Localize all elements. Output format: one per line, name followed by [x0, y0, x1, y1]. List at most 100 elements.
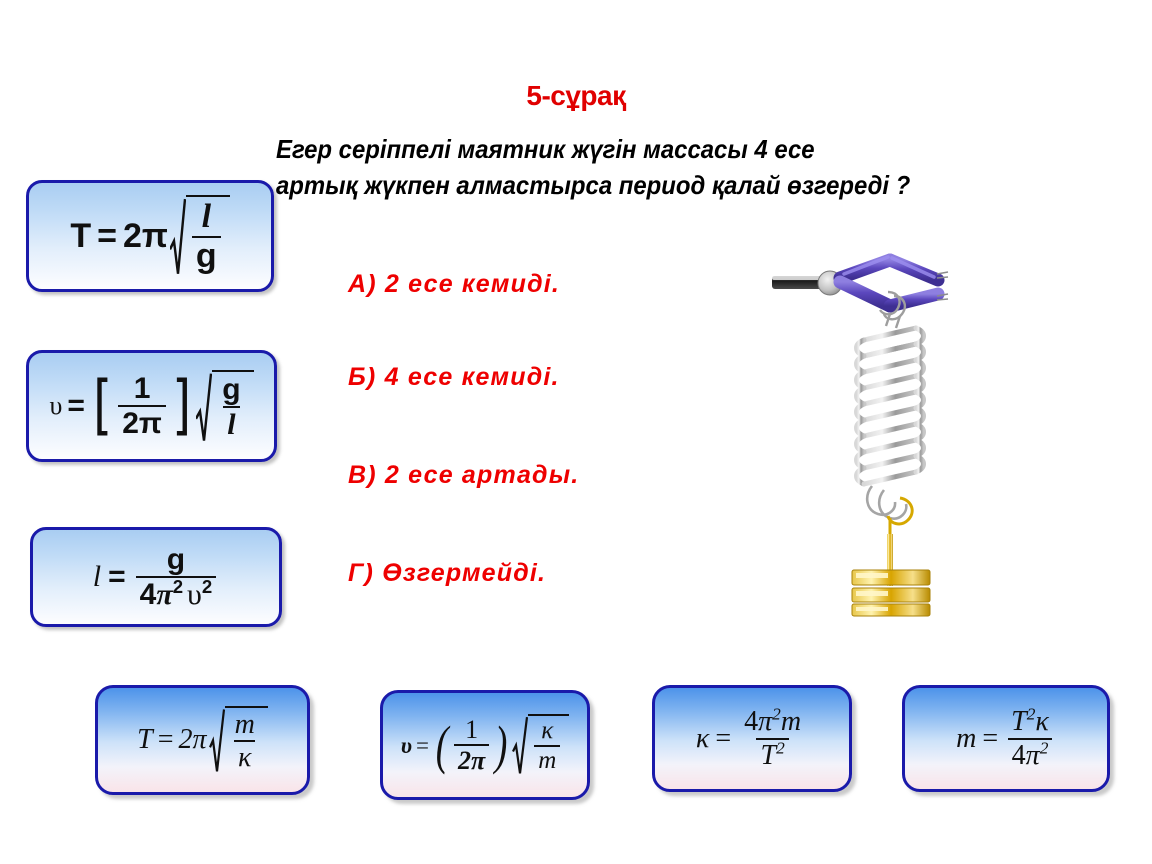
formula-period-spring: T = 2π m κ [137, 705, 268, 775]
formula-equals: = [982, 722, 999, 754]
fraction-denominator: κ [233, 740, 256, 772]
formula-lhs: l [92, 560, 102, 593]
formula-frequency-pendulum: υ = [ 1 2π ] g l [49, 367, 254, 443]
denominator-pi-exponent: 2 [1039, 738, 1049, 758]
question-line-1: Егер серіппелі маятник жүгін массасы 4 е… [276, 134, 815, 164]
clamp-screw-icon [936, 271, 949, 301]
fraction-numerator: l [201, 198, 212, 236]
answer-option-d[interactable]: Г) Өзгермейді. [348, 559, 547, 587]
sqrt-icon: l g [169, 195, 230, 276]
answer-option-a[interactable]: А) 2 есе кемиді. [348, 270, 561, 298]
fraction-one-over-2pi: 1 2π [453, 714, 490, 775]
denominator-coefficient: 4 [139, 578, 157, 611]
formula-lhs: T [137, 724, 153, 755]
fraction-numerator: 1 [465, 714, 479, 744]
formula-box-frequency-spring: υ = ( 1 2π ) κ m [380, 690, 590, 800]
sqrt-icon: κ m [512, 713, 570, 777]
formula-lhs: υ [400, 732, 412, 758]
question-line-2: артық жүкпен алмастырса период қалай өзг… [276, 170, 911, 200]
answer-option-c[interactable]: В) 2 есе артады. [348, 461, 580, 489]
formula-stiffness: κ = 4π2m T2 [695, 706, 808, 771]
fraction-denominator: T2 [756, 737, 789, 771]
denominator-pi: π [1025, 739, 1040, 771]
formula-box-frequency-pendulum: υ = [ 1 2π ] g l [26, 350, 277, 462]
paren-left-icon: ( [435, 714, 449, 775]
fraction-denominator: g [191, 236, 221, 275]
fraction-denominator: 2π [118, 405, 166, 440]
fraction-numerator: T2κ [1007, 704, 1053, 738]
spring-top-hook-icon [879, 290, 906, 329]
fraction-one-over-2pi: 1 2π [118, 371, 166, 440]
fraction-denominator: l [223, 406, 240, 441]
spring-bottom-hook-icon [865, 485, 908, 520]
question-text: Егер серіппелі маятник жүгін массасы 4 е… [276, 131, 1086, 203]
weight-stem [887, 534, 893, 586]
spring-pendulum-illustration [768, 252, 998, 627]
bracket-right-icon: ] [172, 367, 192, 443]
formula-box-period-pendulum: T = 2π l g [26, 180, 274, 292]
clamp-highlight [842, 255, 936, 279]
formula-equals: = [416, 732, 429, 758]
formula-equals: = [97, 217, 117, 255]
denominator-nu-exponent: 2 [201, 576, 213, 597]
fraction-denominator: m [534, 745, 561, 774]
sqrt-icon: m κ [208, 705, 268, 775]
formula-equals: = [67, 389, 85, 422]
formula-box-mass: m = T2κ 4π2 [902, 685, 1110, 792]
numerator-coefficient: 4 [744, 706, 759, 738]
fraction-numerator: κ [541, 716, 554, 744]
formula-mass: m = T2κ 4π2 [956, 704, 1056, 771]
fraction-numerator: 1 [133, 371, 151, 405]
fraction-numerator: 4π2m [740, 706, 805, 738]
stand-rod-icon [772, 276, 824, 289]
paren-right-icon: ) [494, 714, 508, 775]
bracket-left-icon: [ [93, 367, 113, 443]
formula-equals: = [108, 560, 126, 593]
numerator-kappa: κ [1035, 706, 1049, 738]
answer-option-b[interactable]: Б) 4 есе кемиді. [348, 363, 560, 391]
fraction-l-over-g: l g [191, 198, 221, 275]
formula-box-stiffness: κ = 4π2m T2 [652, 685, 852, 792]
fraction-numerator: g [166, 542, 186, 576]
spring-icon [854, 325, 926, 487]
formula-lhs: υ [49, 391, 63, 420]
fraction-numerator: m [234, 708, 255, 740]
fraction-m-over-kappa: m κ [231, 708, 259, 773]
fraction-numerator: g [222, 372, 241, 406]
weight-stack-icon [851, 569, 931, 617]
formula-lhs: κ [695, 722, 710, 754]
denominator-T: T [760, 739, 777, 771]
numerator-T: T [1011, 706, 1027, 738]
formula-period-pendulum: T = 2π l g [70, 195, 230, 276]
denominator-nu: υ [187, 578, 202, 611]
numerator-T-exponent: 2 [1026, 704, 1036, 724]
fraction-4pi2m-over-T2: 4π2m T2 [740, 706, 805, 771]
denominator-coefficient: 4 [1011, 739, 1026, 771]
fraction-denominator: 2π [453, 744, 490, 774]
formula-lhs: m [956, 722, 977, 754]
formula-box-period-spring: T = 2π m κ [95, 685, 310, 795]
weight-hanger-icon [886, 496, 914, 536]
page-title: 5-сұрақ [526, 80, 626, 111]
fraction-denominator: 4π2 [1007, 737, 1053, 771]
numerator-m: m [780, 706, 802, 738]
clamp-icon [833, 253, 945, 313]
fraction-g-over-l: g l [218, 372, 244, 441]
fraction-T2kappa-over-4pi2: T2κ 4π2 [1007, 704, 1053, 771]
numerator-pi: π [758, 706, 773, 738]
denominator-pi: π [156, 578, 173, 611]
formula-coefficient: 2π [122, 217, 168, 255]
sqrt-icon: g l [196, 369, 254, 443]
denominator-pi-exponent: 2 [172, 576, 184, 597]
denominator-T-exponent: 2 [776, 738, 785, 758]
formula-equals: = [715, 722, 732, 754]
formula-frequency-spring: υ = ( 1 2π ) κ m [400, 713, 570, 777]
formula-equals: = [157, 724, 174, 755]
fraction-kappa-over-m: κ m [534, 716, 561, 775]
formula-lhs: T [70, 217, 92, 255]
